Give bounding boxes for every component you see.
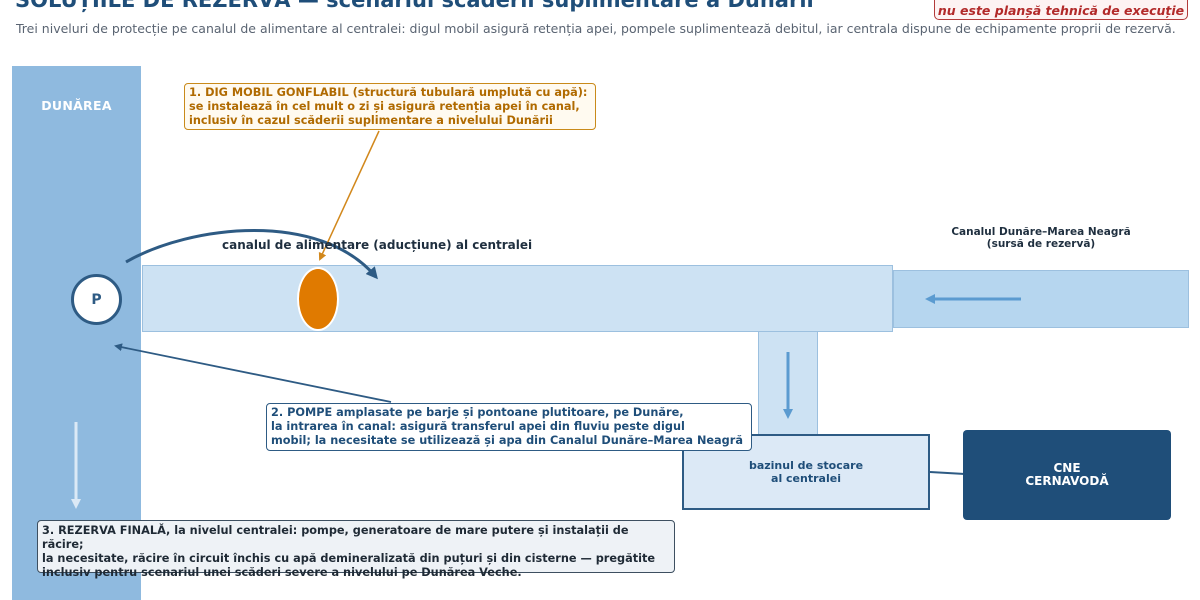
- page-subtitle: Trei niveluri de protecție pe canalul de…: [16, 21, 1176, 36]
- pump-symbol: P: [91, 291, 102, 308]
- note-final-reserve: 3. REZERVA FINALĂ, la nivelul centralei:…: [37, 520, 675, 579]
- cne-cernavoda: CNE CERNAVODĂ: [963, 430, 1171, 520]
- dmn-canal-label: Canalul Dunăre–Marea Neagră (sursă de re…: [951, 226, 1131, 250]
- page-title: SOLUȚIILE DE REZERVĂ — scenariul scăderi…: [15, 0, 814, 12]
- supply-canal: [142, 265, 893, 332]
- cne-label: CNE CERNAVODĂ: [1025, 461, 1109, 488]
- basin-label: bazinul de stocare al centralei: [748, 459, 864, 485]
- pump-icon: P: [71, 274, 122, 325]
- river-label: DUNĂREA: [41, 98, 112, 113]
- basin-cne-connector: [929, 471, 966, 475]
- danube-river: [12, 66, 141, 600]
- note-pumps: 2. POMPE amplasate pe barje și pontoane …: [266, 403, 752, 451]
- note-inflatable-dam: 1. DIG MOBIL GONFLABIL (structură tubula…: [184, 83, 596, 130]
- canal-label: canalul de alimentare (aducțiune) al cen…: [222, 238, 533, 252]
- inflatable-dam-icon: [297, 267, 339, 331]
- dam-leader-line: [318, 130, 380, 261]
- pump-transfer-arrow: [125, 229, 378, 280]
- disclaimer-badge: nu este planșă tehnică de execuție: [934, 0, 1188, 20]
- pump-leader-line: [114, 343, 392, 403]
